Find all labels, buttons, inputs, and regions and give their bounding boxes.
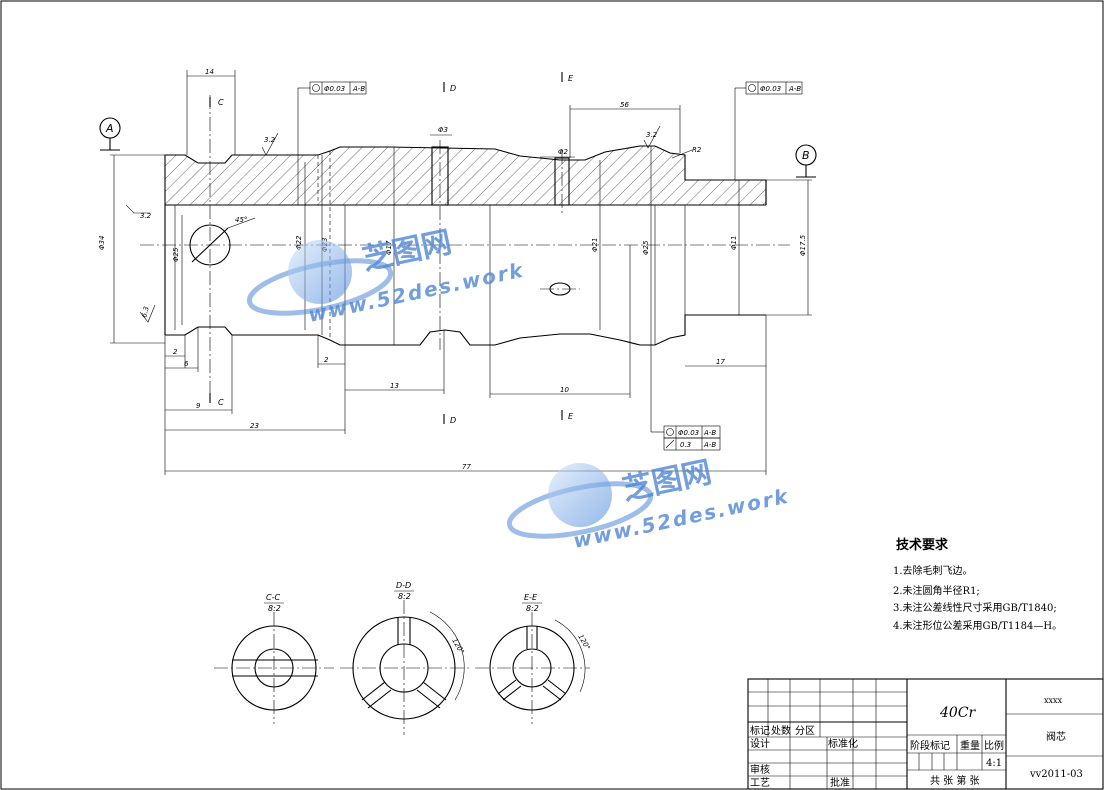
svg-text:A-B: A-B — [352, 85, 365, 93]
dim-phi25: Φ25 — [172, 247, 180, 262]
sec-d-top: D — [450, 84, 456, 93]
dim-phi21: Φ21 — [591, 238, 599, 252]
section-hatch — [165, 146, 766, 205]
dim-6: 6 — [184, 360, 189, 368]
svg-text:120°: 120° — [576, 633, 591, 652]
h-count: 处数 — [771, 724, 791, 737]
dim-phi22: Φ22 — [295, 235, 303, 250]
part-outline-top — [164, 145, 767, 335]
svg-text:0.3: 0.3 — [680, 441, 691, 449]
company: xxxx — [1044, 696, 1063, 705]
dim-45: 45° — [235, 216, 247, 224]
h-check: 审核 — [750, 763, 770, 776]
h-process: 工艺 — [750, 777, 770, 789]
tolerance-frame-2: Φ0.03 A-B — [734, 81, 803, 180]
dim-phi2: Φ2 — [558, 148, 569, 156]
dim-17: 17 — [716, 358, 725, 366]
dim-2b: 2 — [324, 356, 329, 364]
section-markers: C C D D E E — [209, 72, 574, 425]
scale-value: 4:1 — [986, 758, 1002, 769]
sec-e-bottom: E — [568, 412, 574, 421]
svg-text:芝图网: 芝图网 — [619, 455, 714, 508]
roughness-symbols: 3.2 3.2 3.2 6.3 — [125, 125, 661, 323]
requirement-4: 4.未注形位公差采用GB/T1184—H。 — [893, 619, 1062, 632]
dim-phi34: Φ34 — [98, 236, 106, 250]
svg-text:8:2: 8:2 — [526, 604, 539, 613]
h-std: 标准化 — [828, 737, 858, 750]
svg-text:A-B: A-B — [703, 441, 716, 449]
svg-text:8:2: 8:2 — [268, 604, 281, 613]
sec-c-bottom: C — [218, 398, 224, 407]
requirement-1: 1.去除毛刺飞边。 — [893, 564, 973, 577]
svg-text:C-C: C-C — [266, 593, 280, 602]
dim-phi17: Φ17 — [385, 240, 393, 255]
dim-phi11: Φ11 — [730, 236, 738, 250]
tolerance-frame-1: Φ0.03 A-B — [297, 81, 367, 205]
dim-14: 14 — [205, 68, 214, 76]
dim-23: 23 — [250, 422, 259, 430]
rough-3: 3.2 — [140, 212, 152, 220]
drawing-number: vv2011-03 — [1029, 769, 1083, 780]
main-view — [140, 95, 790, 395]
rough-2: 3.2 — [646, 131, 658, 139]
datum-a: A — [99, 117, 121, 151]
dim-2a: 2 — [173, 348, 178, 356]
part-outline-bottom — [165, 314, 766, 346]
section-c-c: C-C 8:2 — [214, 593, 334, 724]
svg-text:D-D: D-D — [396, 581, 411, 590]
h-approve: 批准 — [830, 776, 850, 789]
dim-77: 77 — [462, 463, 471, 471]
svg-text:A: A — [105, 122, 114, 135]
dim-phi175: Φ17.5 — [799, 234, 807, 256]
svg-text:Φ0.03: Φ0.03 — [324, 85, 345, 93]
rough-4: 6.3 — [140, 306, 151, 319]
h-mark: 标记 — [750, 725, 770, 737]
requirements-title: 技术要求 — [896, 537, 949, 553]
part-name: 阀芯 — [1046, 730, 1066, 743]
svg-text:Φ0.03: Φ0.03 — [760, 85, 781, 93]
h-ratio: 比例 — [984, 739, 1004, 752]
svg-text:8:2: 8:2 — [398, 592, 411, 601]
section-e-e: E-E 8:2 120° — [475, 593, 592, 724]
svg-text:Φ0.03: Φ0.03 — [678, 429, 699, 437]
dim-10: 10 — [560, 386, 569, 394]
h-design: 设计 — [750, 737, 770, 750]
datum-b: B — [795, 144, 817, 178]
rough-1: 3.2 — [264, 136, 276, 144]
technical-requirements: 技术要求 1.去除毛刺飞边。 2.未注圆角半径R1; 3.未注公差线性尺寸采用G… — [893, 537, 1062, 632]
watermark-1: 芝图网 www.52des.work — [246, 225, 527, 327]
svg-text:芝图网: 芝图网 — [359, 225, 454, 278]
svg-text:B: B — [802, 149, 810, 162]
title-block: 标记 处数 分区 设计 标准化 审核 工艺 批准 40Cr 阶段标记 重量 比例… — [747, 678, 1104, 790]
svg-text:A-B: A-B — [788, 85, 801, 93]
requirement-3: 3.未注公差线性尺寸采用GB/T1840; — [893, 601, 1057, 614]
h-zone: 分区 — [795, 725, 815, 737]
tolerance-frame-3: Φ0.03 A-B 0.3 A-B — [650, 345, 721, 451]
dim-r2: R2 — [692, 146, 702, 154]
h-stage: 阶段标记 — [910, 739, 950, 752]
dim-13: 13 — [390, 382, 399, 390]
dim-9: 9 — [196, 402, 201, 410]
watermark-2: 芝图网 www.52des.work — [506, 455, 792, 553]
dim-56: 56 — [620, 101, 629, 109]
sec-c-top: C — [218, 98, 224, 107]
section-d-d: D-D 8:2 120° — [340, 581, 470, 735]
dim-phi3: Φ3 — [438, 126, 448, 134]
material: 40Cr — [939, 705, 977, 721]
requirement-2: 2.未注圆角半径R1; — [893, 584, 980, 597]
sec-e-top: E — [568, 74, 574, 83]
sec-d-bottom: D — [450, 416, 456, 425]
svg-text:A-B: A-B — [703, 429, 716, 437]
svg-text:E-E: E-E — [524, 593, 538, 602]
h-weight: 重量 — [960, 739, 980, 752]
h-sheets: 共 张 第 张 — [930, 774, 980, 787]
dim-phi25b: Φ25 — [642, 240, 650, 255]
